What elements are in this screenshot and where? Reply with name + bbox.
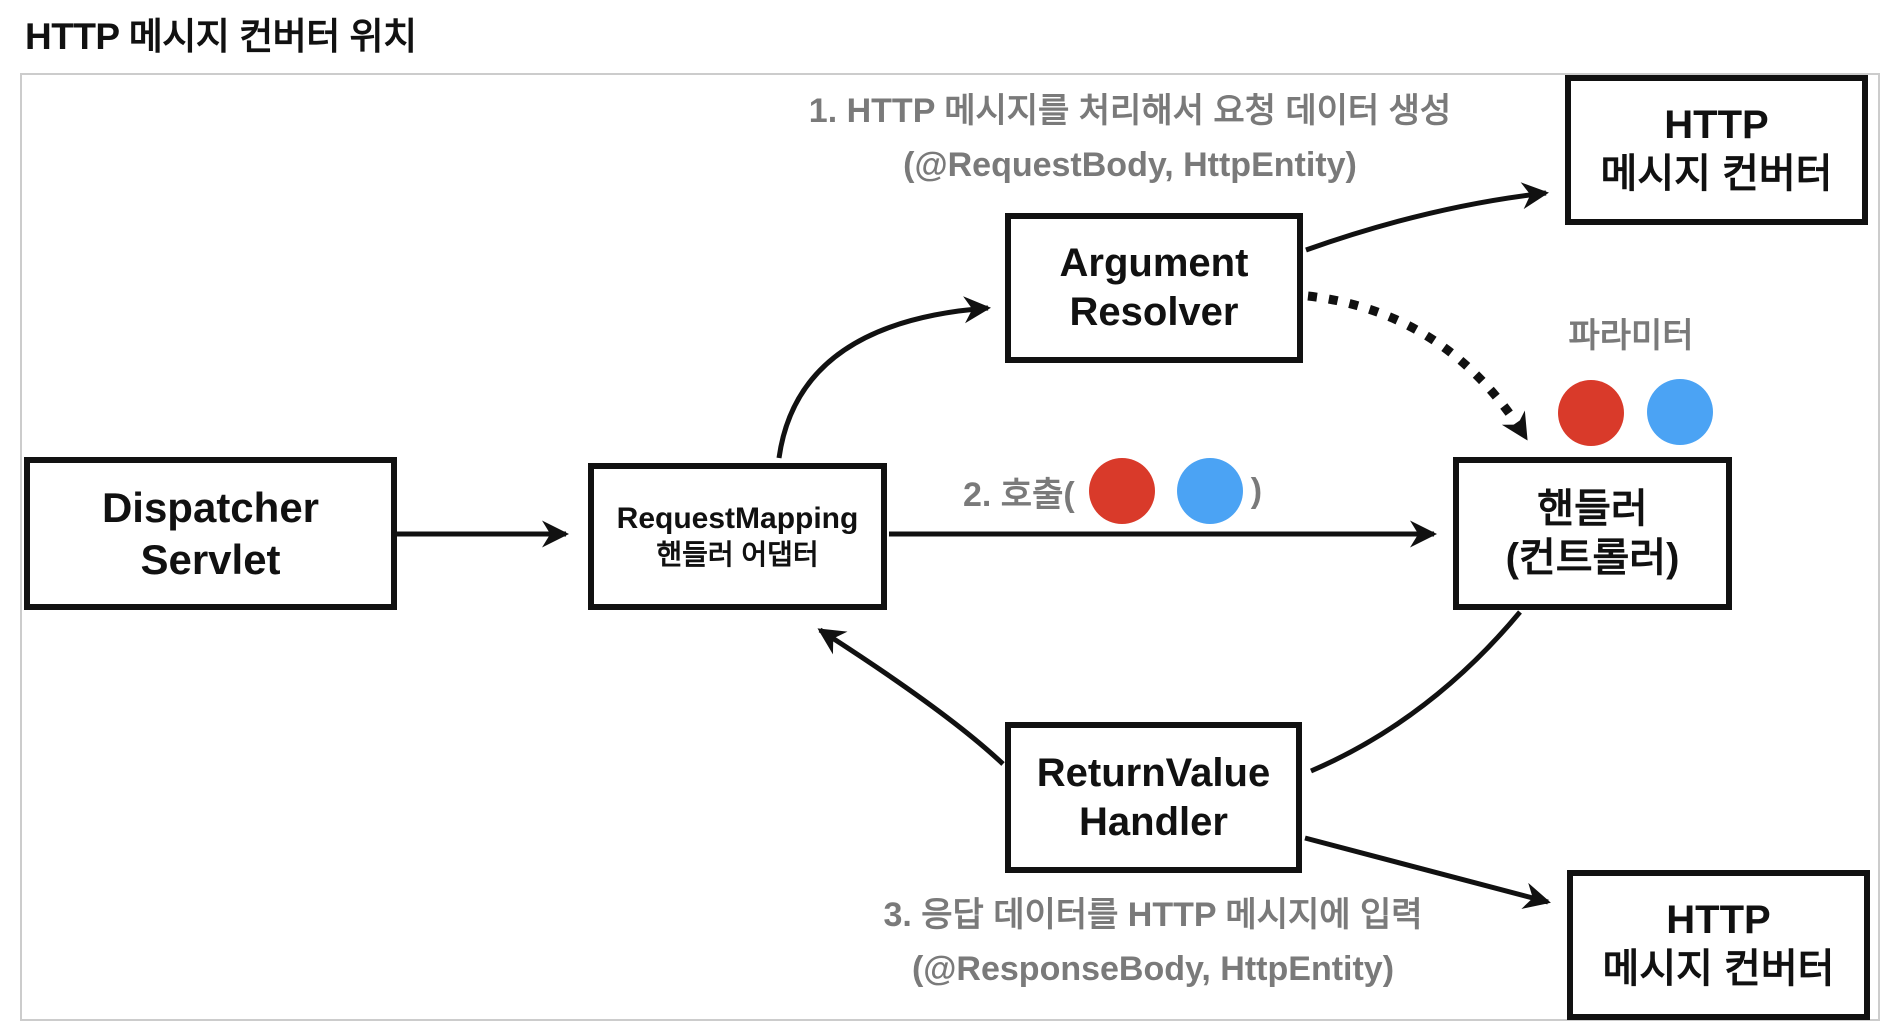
annotation-step3-line1: 3. 응답 데이터를 HTTP 메시지에 입력 — [883, 896, 1423, 934]
box-label: 메시지 컨버터 — [1600, 152, 1833, 196]
annotation-step1: 1. HTTP 메시지를 처리해서 요청 데이터 생성 (@RequestBod… — [680, 84, 1580, 193]
annotation-step3: 3. 응답 데이터를 HTTP 메시지에 입력 (@ResponseBody, … — [703, 888, 1603, 997]
red-circle-icon — [1088, 458, 1155, 524]
box-http-message-converter-bottom: HTTP 메시지 컨버터 — [1567, 870, 1870, 1020]
box-label: Resolver — [1069, 290, 1239, 334]
box-request-mapping-handler-adapter: RequestMapping 핸들러 어댑터 — [588, 463, 887, 610]
box-dispatcher-servlet: Dispatcher Servlet — [24, 457, 397, 610]
box-label: 핸들러 어댑터 — [656, 538, 819, 570]
box-argument-resolver: Argument Resolver — [1005, 213, 1303, 363]
annotation-step1-line1: 1. HTTP 메시지를 처리해서 요청 데이터 생성 — [808, 92, 1452, 130]
box-label: Argument — [1059, 241, 1249, 286]
box-label: 메시지 컨버터 — [1602, 947, 1835, 991]
box-handler-controller: 핸들러 (컨트롤러) — [1453, 457, 1732, 610]
annotation-step2-call: 2. 호출( ) — [963, 455, 1262, 527]
line-handler-to-return-value-handler — [1310, 610, 1522, 774]
box-return-value-handler: ReturnValue Handler — [1005, 722, 1302, 873]
box-label: Servlet — [140, 535, 281, 583]
annotation-step2-prefix: 2. 호출( — [963, 475, 1075, 514]
red-circle-icon — [1558, 380, 1624, 446]
box-label: Dispatcher — [101, 484, 320, 532]
blue-circle-icon — [1647, 379, 1713, 445]
box-label: (컨트롤러) — [1505, 535, 1680, 580]
parameter-label: 파라미터 — [1568, 317, 1694, 355]
box-label: 핸들러 — [1537, 486, 1648, 531]
annotation-step3-line2: (@ResponseBody, HttpEntity) — [911, 950, 1395, 989]
blue-circle-icon — [1176, 458, 1243, 524]
box-http-message-converter-top: HTTP 메시지 컨버터 — [1565, 75, 1868, 225]
arrow-argument-resolver-to-http-converter — [1305, 182, 1549, 253]
page-title: HTTP 메시지 컨버터 위치 — [25, 16, 417, 57]
box-label: HTTP — [1666, 898, 1771, 943]
box-label: RequestMapping — [616, 502, 859, 536]
arrow-adapter-to-argument-resolver — [776, 296, 991, 459]
arrow-return-value-handler-to-http-converter — [1304, 835, 1551, 909]
box-label: ReturnValue — [1036, 750, 1271, 795]
box-label: Handler — [1079, 799, 1228, 844]
box-label: HTTP — [1664, 103, 1769, 148]
annotation-step2-suffix: ) — [1250, 471, 1263, 510]
arrow-return-value-handler-to-adapter — [817, 627, 1005, 766]
annotation-step1-line2: (@RequestBody, HttpEntity) — [903, 146, 1357, 185]
arrow-argument-resolver-to-handler-dotted — [1307, 291, 1530, 441]
